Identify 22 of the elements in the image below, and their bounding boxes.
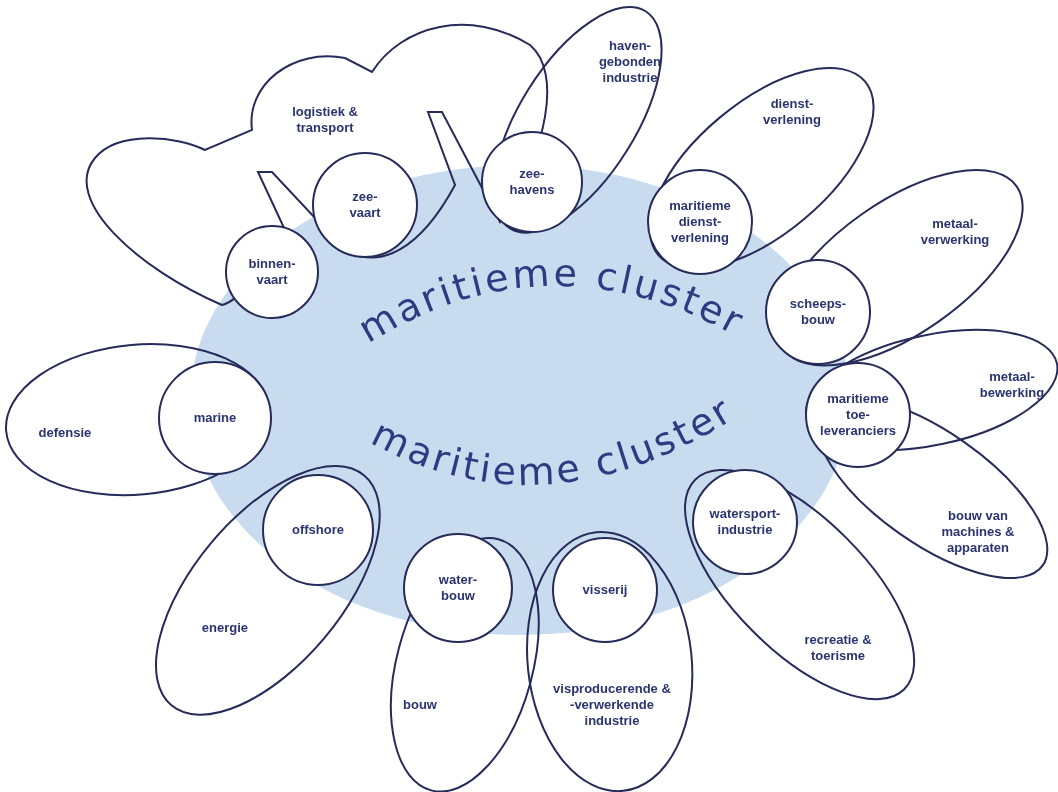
sector-label: bouw van machines & apparaten xyxy=(940,508,1016,556)
sector-label: metaal- verwerking xyxy=(919,216,991,248)
sector-label: scheeps- bouw xyxy=(789,296,847,328)
sector-label: bouw xyxy=(402,697,438,713)
sector-label: energie xyxy=(200,620,250,636)
sector-label: logistiek & transport xyxy=(291,104,359,136)
sector-label: defensie xyxy=(37,425,93,441)
sector-label: dienst- verlening xyxy=(762,96,822,128)
sector-label: visproducerende & -verwerkende industrie xyxy=(553,681,671,729)
sector-label: metaal- bewerking xyxy=(978,369,1046,401)
sector-label: haven- gebonden industrie xyxy=(597,38,663,86)
sector-label: watersport- industrie xyxy=(709,506,781,538)
sector-label: maritieme toe- leveranciers xyxy=(820,391,896,439)
sector-label: maritieme dienst- verlening xyxy=(669,198,731,246)
sector-label: zee- havens xyxy=(509,166,555,198)
sector-label: offshore xyxy=(292,522,344,538)
sector-label: visserij xyxy=(582,582,628,598)
sector-label: marine xyxy=(193,410,237,426)
sector-label: recreatie & toerisme xyxy=(803,632,873,664)
sector-label: zee- vaart xyxy=(349,189,381,221)
sector-label: water- bouw xyxy=(438,572,478,604)
sector-label: binnen- vaart xyxy=(248,256,296,288)
